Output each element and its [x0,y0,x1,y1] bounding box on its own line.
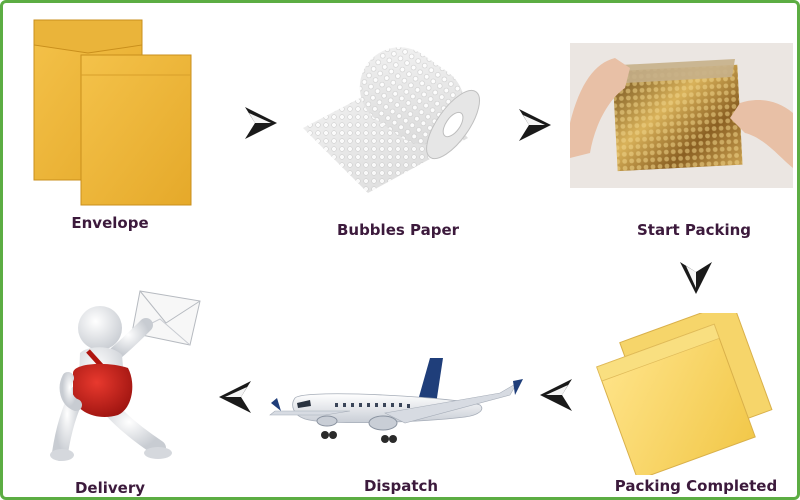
step-dispatch [265,353,533,458]
step-packing-completed [586,313,781,475]
envelope-icon [33,19,192,206]
step-label-packing-completed: Packing Completed [614,477,778,495]
step-label-bubbles-paper: Bubbles Paper [336,221,460,239]
step-envelope [31,15,196,210]
step-label-envelope: Envelope [71,214,149,232]
step-label-delivery: Delivery [74,479,146,497]
arrow-left-icon [540,379,572,411]
step-start-packing [570,43,793,188]
step-label-dispatch: Dispatch [363,477,439,495]
airplane-icon [269,358,523,443]
delivery-man-icon [50,290,201,461]
step-delivery [48,283,218,473]
padded-mailer-icon [596,313,773,475]
step-bubbles-paper [298,33,483,198]
arrow-down-icon [680,262,712,294]
arrow-left-icon [219,381,251,413]
step-label-start-packing: Start Packing [636,221,752,239]
gold-bubble-mailer-hands-icon [570,43,793,188]
bubble-wrap-roll-icon [303,47,480,193]
arrow-right-icon [245,107,277,139]
arrow-right-icon [519,109,551,141]
